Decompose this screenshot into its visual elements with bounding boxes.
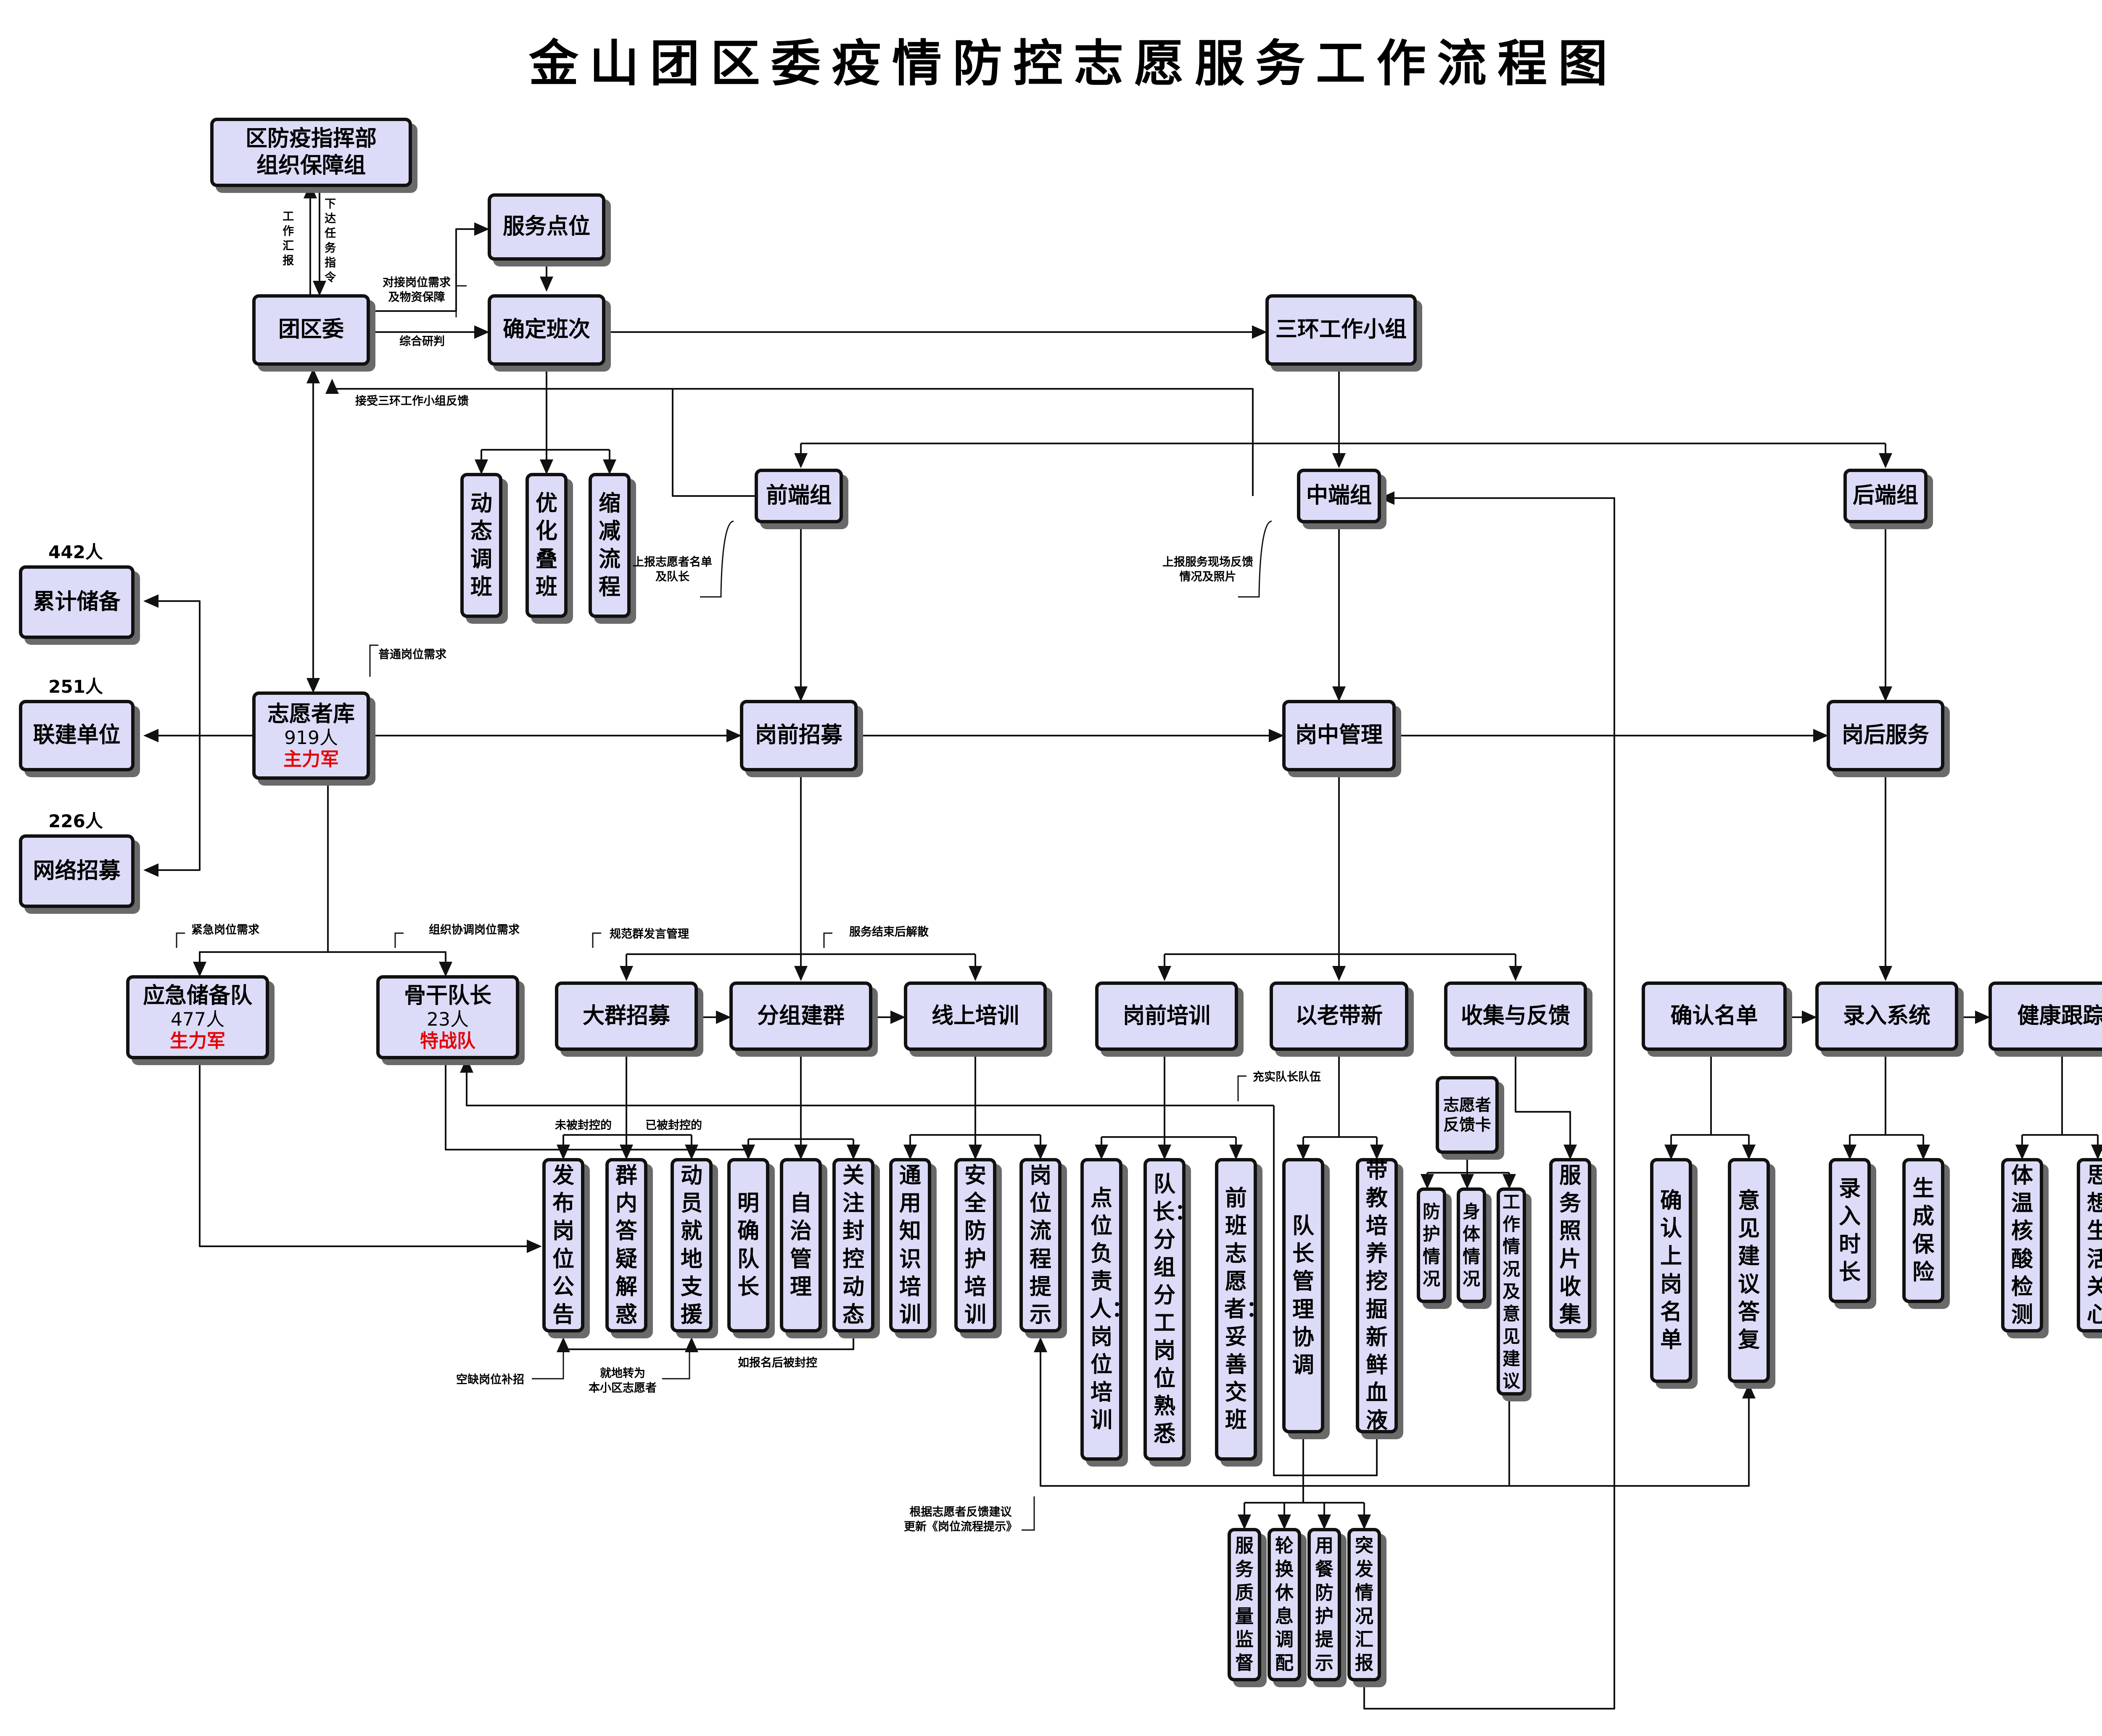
health-tracking-node: 健康跟踪 — [1988, 981, 2102, 1051]
post-notice-node: 发布岗位公告 — [542, 1158, 584, 1332]
partner-count: 251人 — [48, 676, 103, 697]
group-qa-node: 群内答疑解惑 — [605, 1158, 647, 1332]
service-points-node: 服务点位 — [488, 193, 605, 261]
label-not-locked: 未被封控的 — [555, 1119, 612, 1132]
post-service-node: 岗后服务 — [1827, 700, 1944, 771]
process-tips-node: 岗位流程提示 — [1019, 1158, 1062, 1332]
label-urgent-demand: 紧急岗位需求 — [191, 923, 259, 937]
label-dock-demand: 对接岗位需求 及物资保障 — [383, 276, 451, 304]
reduce-process-node: 缩减流程 — [589, 473, 631, 618]
label-report-list: 上报志愿者名单 及队长 — [633, 556, 712, 584]
point-head-node: 点位负责人：岗位培训 — [1080, 1158, 1133, 1461]
label-coord-demand: 组织协调岗位需求 — [429, 923, 520, 937]
front-group-node: 前端组 — [755, 469, 843, 523]
protection-status-node: 防护情况 — [1417, 1187, 1446, 1303]
label-work-report: 工作汇报 — [280, 210, 294, 269]
district-hq-node: 区防疫指挥部 组织保障组 — [210, 118, 412, 187]
previous-shift-node: 前班志愿者：妥善交班 — [1215, 1158, 1268, 1461]
captain-coordinate-node: 队长管理协调 — [1282, 1158, 1324, 1433]
label-update-tips: 根据志愿者反馈建议 更新《岗位流程提示》 — [904, 1506, 1017, 1534]
partner-unit-node: 联建单位 — [19, 700, 135, 771]
label-vacancy: 空缺岗位补招 — [456, 1373, 524, 1386]
safety-training-node: 安全防护培训 — [954, 1158, 996, 1332]
pre-job-training-node: 岗前培训 — [1095, 981, 1238, 1051]
mobilize-support-node: 动员就地支援 — [671, 1158, 713, 1332]
mid-manage-node: 岗中管理 — [1282, 700, 1396, 771]
middle-group-node: 中端组 — [1297, 469, 1381, 523]
back-group-node: 后端组 — [1843, 469, 1928, 523]
accum-reserve-node: 累计储备 — [19, 565, 135, 639]
confirm-list-node: 确认名单 — [1642, 981, 1787, 1051]
label-general-demand: 普通岗位需求 — [378, 648, 446, 661]
page-title: 金山团区委疫情防控志愿服务工作流程图 — [528, 34, 1619, 92]
enter-system-node: 录入系统 — [1815, 981, 1958, 1051]
work-opinion-node: 工作情况及意见建议 — [1497, 1187, 1526, 1396]
label-research: 综合研判 — [399, 335, 445, 348]
label-convert-local: 就地转为 本小区志愿者 — [589, 1367, 657, 1395]
label-reinforce-captains: 充实队长队伍 — [1253, 1071, 1321, 1084]
confirm-onduty-list-node: 确认上岗名单 — [1650, 1158, 1692, 1383]
label-report-site: 上报服务现场反馈 情况及照片 — [1162, 556, 1253, 584]
pre-recruit-node: 岗前招募 — [740, 700, 858, 771]
health-status-node: 身体情况 — [1457, 1187, 1486, 1303]
opinion-reply-node: 意见建议答复 — [1728, 1158, 1770, 1383]
tuanqu-node: 团区委 — [252, 294, 370, 366]
meal-protection-node: 用餐防护提示 — [1307, 1528, 1341, 1681]
label-disband: 服务结束后解散 — [849, 926, 929, 939]
accum-count: 442人 — [48, 542, 103, 562]
label-locked: 已被封控的 — [645, 1119, 702, 1132]
rotation-rest-node: 轮换休息调配 — [1268, 1528, 1301, 1681]
photo-collect-node: 服务照片收集 — [1549, 1158, 1591, 1332]
self-manage-node: 自治管理 — [780, 1158, 822, 1332]
temperature-test-node: 体温核酸检测 — [2001, 1158, 2043, 1332]
mentor-new-blood-node: 带教培养挖掘新鲜血液 — [1356, 1158, 1398, 1433]
collect-feedback-node: 收集与反馈 — [1444, 981, 1587, 1051]
clarify-captain-node: 明确队长 — [727, 1158, 769, 1332]
online-recruit-node: 网络招募 — [19, 834, 135, 908]
group-build-node: 分组建群 — [729, 981, 872, 1051]
dynamic-shift-node: 动态调班 — [460, 473, 502, 618]
optimize-shift-node: 优化叠班 — [526, 473, 568, 618]
mass-recruit-node: 大群招募 — [555, 981, 698, 1051]
label-if-locked: 如报名后被封控 — [738, 1356, 817, 1369]
label-accept-feedback: 接受三环工作小组反馈 — [355, 395, 469, 408]
label-group-rules: 规范群发言管理 — [610, 928, 689, 941]
core-captains-node: 骨干队长 23人 特战队 — [376, 975, 519, 1059]
quality-supervision-node: 服务质量监督 — [1228, 1528, 1261, 1681]
online-training-node: 线上培训 — [904, 981, 1047, 1051]
volunteer-pool-node: 志愿者库 919人 主力军 — [252, 691, 370, 780]
emergency-report-node: 突发情况汇报 — [1347, 1528, 1381, 1681]
online-count: 226人 — [48, 811, 103, 831]
generate-insurance-node: 生成保险 — [1902, 1158, 1944, 1303]
lockdown-watch-node: 关注封控动态 — [832, 1158, 874, 1332]
life-care-node: 思想生活关心 — [2077, 1158, 2102, 1332]
mentor-node: 以老带新 — [1270, 981, 1408, 1051]
emergency-reserve-node: 应急储备队 477人 生力军 — [126, 975, 269, 1059]
label-assign-task: 下达任务指令 — [322, 198, 336, 286]
enter-hours-node: 录入时长 — [1829, 1158, 1871, 1303]
team-lead-node: 队长：分组分工岗位熟悉 — [1143, 1158, 1196, 1461]
sanhuan-group-node: 三环工作小组 — [1265, 294, 1417, 366]
general-training-node: 通用知识培训 — [889, 1158, 931, 1332]
feedback-card-node: 志愿者 反馈卡 — [1436, 1076, 1499, 1154]
determine-shifts-node: 确定班次 — [488, 294, 605, 366]
